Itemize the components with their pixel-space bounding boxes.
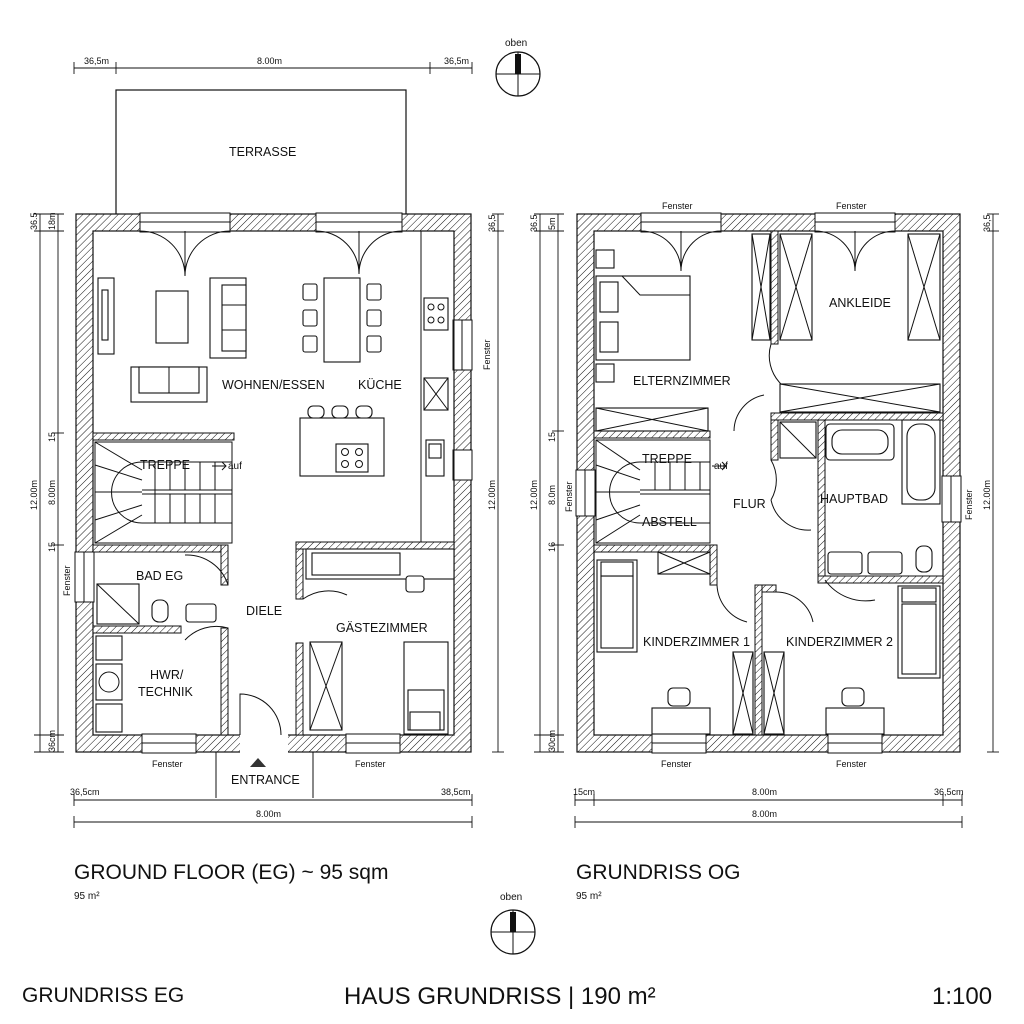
interior-walls-eg — [92, 230, 455, 736]
window-label-kid2: Fenster — [836, 759, 867, 769]
room-label-hall: DIELE — [246, 604, 282, 618]
dim-label: 36,5 — [982, 214, 992, 232]
terrace-doors — [139, 212, 403, 277]
entrance-arrow-icon — [250, 758, 266, 767]
kid2-furniture — [763, 585, 941, 735]
dim-label: 36,5cm — [70, 787, 100, 797]
room-label-dressing: ANKLEIDE — [829, 296, 891, 310]
kid1-furniture — [596, 551, 754, 735]
window-label-bath: Fenster — [62, 565, 72, 596]
window-label-stairs: Fenster — [564, 481, 574, 512]
room-label-hall-og: FLUR — [733, 497, 766, 511]
footer-left-label: GRUNDRISS EG — [22, 984, 184, 1007]
staircase-eg — [94, 441, 233, 544]
ground-floor-plan: 36,5m 8.00m 36,5m TERRASSE Fenster — [29, 56, 504, 902]
ground-floor-area: 95 m² — [74, 891, 100, 902]
north-arrow-icon: oben — [495, 38, 541, 97]
room-label-utility-1: HWR/ — [150, 668, 184, 682]
dim-label: 15 — [47, 432, 57, 442]
dim-label: 12.00m — [529, 480, 539, 510]
stair-up-label-og: auf — [714, 461, 728, 472]
dim-label: 8.00m — [752, 787, 777, 797]
interior-walls-og — [593, 230, 944, 736]
north-arrow-icon: oben — [490, 892, 536, 955]
guest-furniture — [305, 548, 455, 735]
staircase-og — [595, 439, 727, 544]
room-label-kid1: KINDERZIMMER 1 — [643, 635, 750, 649]
window-label-dressing: Fenster — [836, 201, 867, 211]
dim-label: 36,5 — [487, 214, 497, 232]
ground-top-dimension: 36,5m 8.00m 36,5m — [73, 56, 473, 74]
room-label-parents: ELTERNZIMMER — [633, 374, 731, 388]
upper-right-dimensions: 36,5 12.00m — [982, 213, 999, 753]
compass-label-bottom: oben — [500, 892, 522, 903]
bath-eg-fixtures — [96, 583, 217, 625]
dim-label: 36.5 — [529, 214, 539, 232]
dressing-furniture — [779, 233, 941, 413]
dim-label: 36.5 — [29, 212, 39, 230]
dim-label: 18m — [47, 212, 57, 230]
window-label-utility: Fenster — [152, 759, 183, 769]
scale-label: 1:100 — [932, 983, 992, 1010]
utility-fixtures — [95, 635, 123, 733]
dim-label: 8.00m — [257, 56, 282, 66]
dim-label: 15cm — [573, 787, 595, 797]
dim-label: 8.0m — [547, 485, 557, 505]
dim-label: 36,5cm — [934, 787, 964, 797]
upper-bottom-dimensions: 15cm 8.00m 36,5cm 8.00m — [573, 787, 964, 828]
inner-wall-line — [92, 230, 455, 736]
ground-bottom-dimensions: 36,5cm 38,5cm 8.00m — [70, 787, 473, 828]
stair-up-label: auf — [228, 461, 242, 472]
room-label-kid2: KINDERZIMMER 2 — [786, 635, 893, 649]
upper-floor-heading: GRUNDRISS OG — [576, 861, 741, 884]
dim-label: 8.00m — [47, 480, 57, 505]
terrace-label: TERRASSE — [229, 145, 296, 159]
room-label-storage: ABSTELL — [642, 515, 697, 529]
dim-label: 16 — [547, 542, 557, 552]
dim-label: 8.00m — [256, 809, 281, 819]
window-label-kitchen: Fenster — [482, 339, 492, 370]
window-label-kid1: Fenster — [661, 759, 692, 769]
dim-label: 36,5m — [444, 56, 469, 66]
dim-label: 15 — [47, 542, 57, 552]
dim-label: 8.00m — [752, 809, 777, 819]
window-label-bath-og: Fenster — [964, 489, 974, 520]
room-label-utility-2: TECHNIK — [138, 685, 194, 699]
compass-label-top: oben — [505, 38, 527, 49]
dim-label: 36cm — [47, 730, 57, 752]
room-label-bath: BAD EG — [136, 569, 183, 583]
living-furniture — [97, 277, 382, 403]
entrance-label: ENTRANCE — [231, 773, 300, 787]
parents-furniture — [595, 233, 771, 432]
main-bath-fixtures — [779, 419, 941, 575]
upper-left-dimensions: 36.5 5m 12.00m 8.0m 15 16 30cm — [529, 213, 564, 753]
drawing-title: HAUS GRUNDRISS | 190 m² — [344, 983, 656, 1010]
room-label-stairs: TREPPE — [140, 458, 190, 472]
dim-label: 36,5m — [84, 56, 109, 66]
ground-floor-heading: GROUND FLOOR (EG) ~ 95 sqm — [74, 861, 388, 884]
dim-label: 38,5cm — [441, 787, 471, 797]
room-label-stairs-og: TREPPE — [642, 452, 692, 466]
room-label-kitchen: KÜCHE — [358, 378, 402, 392]
room-label-guest: GÄSTEZIMMER — [336, 621, 428, 635]
dim-label: 30cm — [547, 730, 557, 752]
window-label-parents: Fenster — [662, 201, 693, 211]
room-label-bath-og: HAUPTBAD — [820, 492, 888, 506]
dim-label: 12.00m — [982, 480, 992, 510]
kitchen-furniture — [299, 297, 449, 477]
upper-floor-plan: Fenster Fenster Fenster Fenster Fenster … — [529, 201, 999, 902]
dim-label: 15 — [547, 432, 557, 442]
dim-label: 12.00m — [487, 480, 497, 510]
dim-label: 5m — [547, 217, 557, 230]
ground-right-dimensions: 36,5 12.00m — [487, 213, 504, 753]
room-label-living: WOHNEN/ESSEN — [222, 378, 325, 392]
ground-left-dimensions: 36.5 18m 12.00m 8.00m 15 15 36cm — [29, 212, 64, 753]
dim-label: 12.00m — [29, 480, 39, 510]
upper-floor-area: 95 m² — [576, 891, 602, 902]
window-label-guest: Fenster — [355, 759, 386, 769]
